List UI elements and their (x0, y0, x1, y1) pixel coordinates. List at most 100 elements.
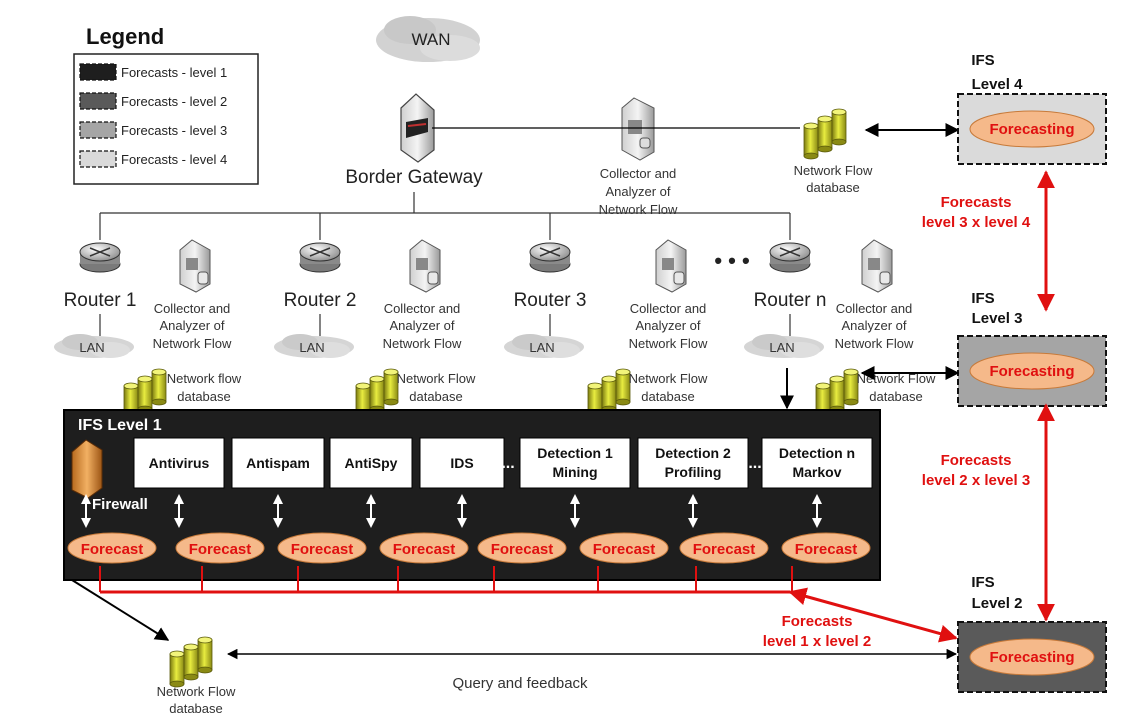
collector-label: Network Flow (383, 336, 462, 351)
top-collector-server-icon (621, 97, 655, 161)
router-tree-lines (99, 192, 791, 240)
module-label: Detection 1 (537, 445, 613, 461)
lan-label: LAN (769, 340, 794, 355)
forecast-label: Forecast (795, 541, 858, 558)
legend-item-label: Forecasts - level 4 (121, 152, 227, 167)
ifs1-to-db-arrow (71, 579, 170, 641)
legend-swatch (79, 121, 117, 139)
db-label: database (869, 389, 923, 404)
svg-text:level 1 x level 2: level 1 x level 2 (763, 633, 871, 650)
svg-text:Analyzer of: Analyzer of (605, 184, 670, 199)
firewall-icon (71, 439, 103, 499)
forecast-node: Forecast (477, 532, 567, 564)
forecasting-label: Forecasting (989, 363, 1074, 380)
svg-text:Network Flow: Network Flow (794, 163, 873, 178)
lan-cloud (54, 334, 134, 358)
forecast-node: Forecast (679, 532, 769, 564)
router-name: Router 3 (514, 290, 587, 311)
db-label: Network Flow (397, 371, 476, 386)
label-level2-level3: Forecasts level 2 x level 3 (922, 452, 1030, 489)
svg-text:Network Flow: Network Flow (157, 684, 236, 699)
forecast-label: Forecast (693, 541, 756, 558)
collector-label: Collector and (154, 301, 231, 316)
legend-swatch (79, 92, 117, 110)
svg-text:Collector and: Collector and (600, 166, 677, 181)
module-label: Mining (552, 464, 597, 480)
module-label: Markov (792, 464, 841, 480)
collector-label: Collector and (836, 301, 913, 316)
detection-module: AntiSpy (329, 437, 413, 528)
module-label: Detection 2 (655, 445, 731, 461)
legend-swatch (79, 150, 117, 168)
router-name: Router 2 (284, 290, 357, 311)
legend-item-label: Forecasts - level 1 (121, 65, 227, 80)
svg-text:level 3 x level 4: level 3 x level 4 (922, 214, 1031, 231)
module-label: Antivirus (149, 455, 210, 471)
svg-text:database: database (169, 701, 223, 716)
collector-label: Analyzer of (159, 318, 224, 333)
forecast-node: Forecast (277, 532, 367, 564)
ifs-level-panel: Forecasting IFS Level 2 (957, 574, 1107, 693)
collector-label: Analyzer of (389, 318, 454, 333)
ifs-level-1-title: IFS Level 1 (78, 417, 162, 434)
collector-server-icon (179, 239, 211, 293)
collector-label: Network Flow (835, 336, 914, 351)
lan-cloud (744, 334, 824, 358)
collector-label: Analyzer of (635, 318, 700, 333)
svg-text:level 2 x level 3: level 2 x level 3 (922, 472, 1030, 489)
db-label: database (641, 389, 695, 404)
collector-label: Analyzer of (841, 318, 906, 333)
router-icon (529, 242, 571, 273)
router-name: Router n (754, 290, 827, 311)
svg-text:Network Flow: Network Flow (599, 202, 678, 217)
forecast-node: Forecast (781, 532, 871, 564)
forecast-label: Forecast (189, 541, 252, 558)
border-gateway-icon (400, 93, 435, 163)
legend-item-label: Forecasts - level 2 (121, 94, 227, 109)
forecast-label: Forecast (393, 541, 456, 558)
module-gap-dots: ... (748, 455, 761, 472)
ifs-level-title: IFS (971, 574, 994, 591)
legend-item-label: Forecasts - level 3 (121, 123, 227, 138)
legend-title: Legend (86, 24, 164, 49)
module-label: Detection n (779, 445, 855, 461)
forecast-node: Forecast (579, 532, 669, 564)
forecast-bus (99, 566, 793, 594)
router-icon (299, 242, 341, 273)
svg-text:database: database (806, 180, 860, 195)
forecast-node: Forecast (379, 532, 469, 564)
svg-text:Forecasts: Forecasts (941, 452, 1012, 469)
forecast-label: Forecast (593, 541, 656, 558)
detection-module: Antispam (231, 437, 325, 528)
link-level1-level2 (788, 587, 958, 643)
legend-item: Forecasts - level 3 (79, 121, 227, 139)
top-db-label: Network Flow database (794, 163, 873, 195)
collector-label: Collector and (630, 301, 707, 316)
collector-label: Network Flow (153, 336, 232, 351)
detection-module: Antivirus (133, 437, 225, 528)
forecasting-label: Forecasting (989, 649, 1074, 666)
module-label: AntiSpy (345, 455, 398, 471)
query-feedback-label: Query and feedback (452, 675, 588, 692)
collector-server-icon (409, 239, 441, 293)
db-label: database (409, 389, 463, 404)
lan-label: LAN (79, 340, 104, 355)
collector-server-icon (655, 239, 687, 293)
label-level3-level4: Forecasts level 3 x level 4 (922, 194, 1031, 231)
top-collector-label: Collector and Analyzer of Network Flow (599, 166, 678, 217)
routers-ellipsis: • • • (714, 248, 749, 273)
detection-module: Detection 1 Mining (519, 437, 631, 528)
module-gap-dots: ... (501, 455, 514, 472)
router-name: Router 1 (64, 290, 137, 311)
ifs-level-title: Level 4 (972, 76, 1024, 93)
ifs-level-title: Level 2 (972, 595, 1023, 612)
forecast-node: Forecast (67, 532, 157, 564)
ifs-level-title: IFS (971, 290, 994, 307)
legend-item: Forecasts - level 1 (79, 63, 227, 81)
